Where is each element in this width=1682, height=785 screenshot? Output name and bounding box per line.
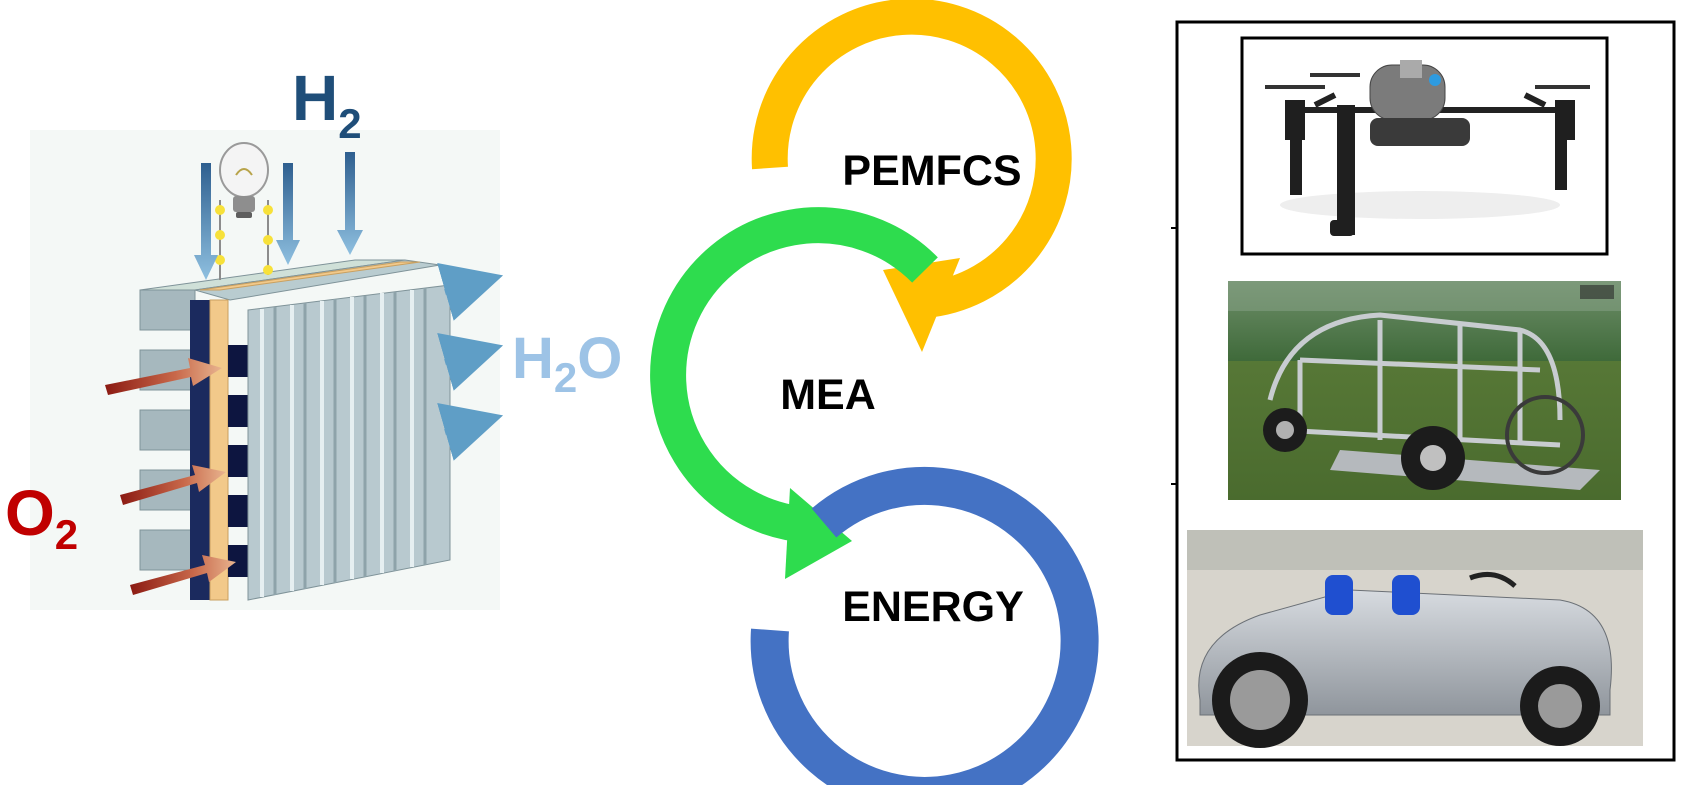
bipolar-plate — [247, 284, 451, 601]
ring-energy — [750, 466, 1099, 785]
lightbulb-icon — [219, 142, 269, 218]
h2o-outlet-arrows — [437, 263, 504, 461]
h2-label: H2 — [292, 62, 362, 147]
ring-mea — [650, 207, 938, 579]
membrane-top — [199, 261, 421, 291]
anode-layer — [190, 300, 210, 600]
o2-label: O2 — [5, 477, 78, 558]
h2-inlet-arrows — [194, 152, 363, 280]
cycle-label-mea: MEA — [780, 371, 876, 419]
vehicle-wheels — [1263, 395, 1585, 490]
photo-frame-vehicle — [1228, 281, 1621, 500]
cycle-label-energy: ENERGY — [842, 583, 1024, 631]
o2-inlet-arrows — [105, 358, 236, 595]
ring-pemfcs — [751, 0, 1072, 352]
cycle-diagram: PEMFCS MEA ENERGY — [650, 0, 1099, 785]
photo-drone — [1240, 36, 1609, 256]
applications-panel — [1171, 20, 1676, 762]
wire-nodes — [215, 205, 273, 275]
h2o-label: H2O — [512, 326, 622, 401]
photo-sports-car — [1187, 530, 1643, 748]
cycle-label-pemfcs: PEMFCS — [842, 147, 1021, 195]
fuel-cell-stack: H2 O2 H2O — [5, 62, 622, 610]
cathode-channels — [228, 345, 248, 577]
membrane-layer — [209, 299, 229, 601]
